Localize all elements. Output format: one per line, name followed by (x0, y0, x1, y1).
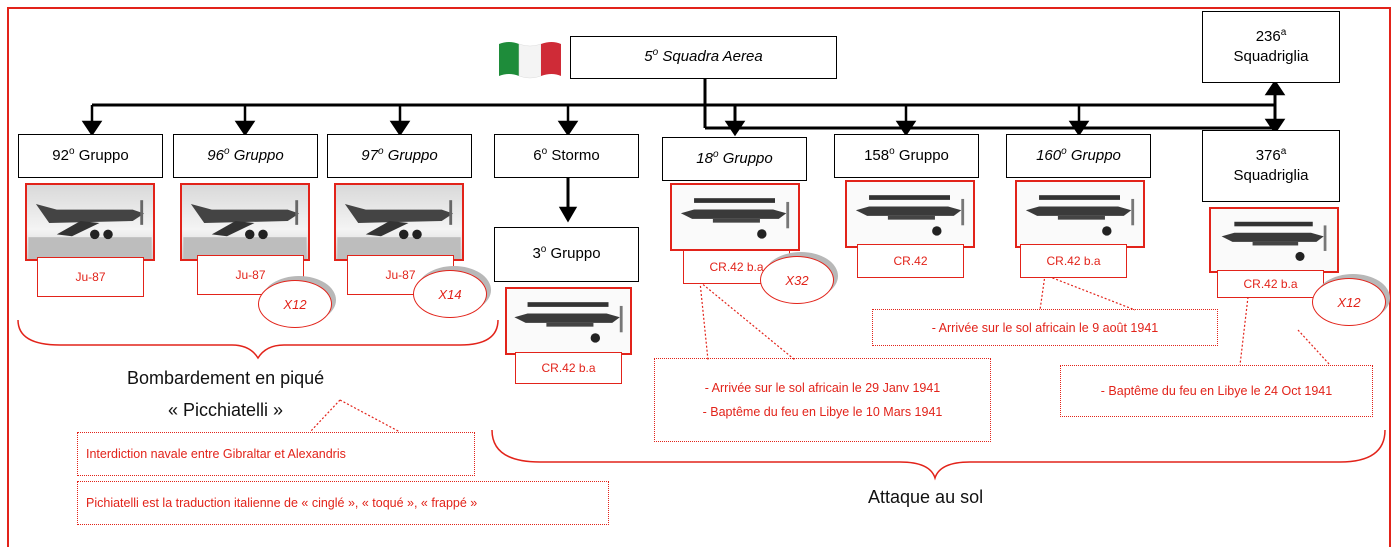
cr42-photo (1209, 207, 1339, 273)
cr42-photo (670, 183, 800, 251)
dive-bombing-caption: Bombardement en piqué (127, 368, 325, 388)
picchiatelli-caption: « Picchiatelli » (168, 400, 284, 420)
cr42-photo (1015, 180, 1145, 248)
aircraft-count-badge: X12 (258, 280, 332, 328)
aircraft-label: CR.42 b.a (515, 352, 622, 384)
unit-96-gruppo: 96o Gruppo (173, 134, 318, 178)
italian-flag-icon (499, 42, 561, 79)
ju87-photo (25, 183, 155, 261)
unit-3-gruppo: 3o Gruppo (494, 227, 639, 282)
unit-92-gruppo: 92o Gruppo (18, 134, 163, 178)
aircraft-count-badge: X32 (760, 256, 834, 304)
unit-97-gruppo: 97o Gruppo (327, 134, 472, 178)
note-naval-interdiction: Interdiction navale entre Gibraltar et A… (77, 432, 475, 476)
unit-6-stormo: 6o Stormo (494, 134, 639, 178)
ju87-photo (334, 183, 464, 261)
unit-18-gruppo: 18o Gruppo (662, 137, 807, 181)
note-376-squadriglia: - Baptême du feu en Libye le 24 Oct 1941 (1060, 365, 1373, 417)
aircraft-label: CR.42 (857, 244, 964, 278)
aircraft-count-badge: X14 (413, 270, 487, 318)
diagram-frame (7, 7, 1391, 547)
cr42-photo (505, 287, 632, 355)
aircraft-count-badge: X12 (1312, 278, 1386, 326)
aircraft-label: CR.42 b.a (1217, 270, 1324, 298)
org-chart-connectors (17, 78, 1386, 481)
note-18-gruppo: - Arrivée sur le sol africain le 29 Janv… (654, 358, 991, 442)
aircraft-label: CR.42 b.a (1020, 244, 1127, 278)
unit-160-gruppo: 160o Gruppo (1006, 134, 1151, 178)
squadriglia-236: 236a Squadriglia (1202, 11, 1340, 83)
note-pichiatelli-translation: Pichiatelli est la traduction italienne … (77, 481, 609, 525)
note-160-gruppo: - Arrivée sur le sol africain le 9 août … (872, 309, 1218, 346)
aircraft-label: Ju-87 (37, 257, 144, 297)
squadriglia-376: 376a Squadriglia (1202, 130, 1340, 202)
unit-158-gruppo: 158o Gruppo (834, 134, 979, 178)
ground-attack-caption: Attaque au sol (868, 487, 984, 507)
root-squadra-aerea: 5o Squadra Aerea (570, 36, 837, 79)
cr42-photo (845, 180, 975, 248)
ju87-photo (180, 183, 310, 261)
